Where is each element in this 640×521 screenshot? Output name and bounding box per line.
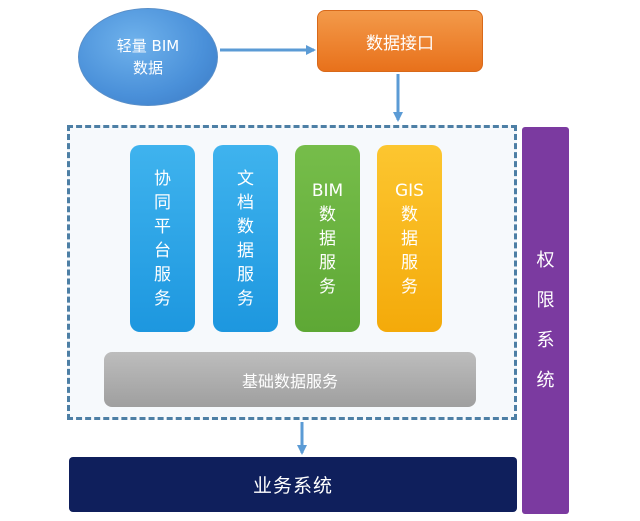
service-char: 服 [319, 252, 336, 273]
gis-data-service: GIS 数 据 服 务 [377, 145, 442, 332]
service-char: 数 [237, 216, 254, 237]
permission-system-node: 权 限 系 统 [522, 127, 569, 514]
business-label: 业务系统 [252, 475, 333, 497]
service-char: 务 [401, 276, 418, 297]
service-char: 服 [237, 264, 254, 285]
service-char: 据 [401, 228, 418, 249]
business-system-node: 业务系统 [69, 457, 517, 512]
permission-char: 限 [536, 289, 555, 311]
service-char: 数 [319, 204, 336, 225]
service-char: 服 [401, 252, 418, 273]
service-char: BIM [311, 180, 344, 201]
service-char: 台 [154, 240, 171, 261]
interface-label: 数据接口 [366, 33, 434, 54]
service-char: GIS [395, 180, 424, 201]
source-line-1: 轻量 BIM [116, 37, 180, 55]
service-char: 务 [154, 288, 171, 309]
service-char: 文 [237, 168, 254, 189]
lightweight-bim-data-node: 轻量 BIM 数据 [78, 8, 218, 106]
permission-char: 系 [536, 329, 555, 351]
service-char: 务 [319, 276, 336, 297]
collaboration-platform-service: 协 同 平 台 服 务 [130, 145, 195, 332]
service-char: 务 [237, 288, 254, 309]
bim-data-service: BIM 数 据 服 务 [295, 145, 360, 332]
service-char: 据 [237, 240, 254, 261]
document-data-service: 文 档 数 据 服 务 [213, 145, 278, 332]
service-char: 据 [319, 228, 336, 249]
service-char: 档 [237, 192, 254, 213]
permission-char: 权 [536, 249, 555, 271]
base-data-service: 基础数据服务 [104, 352, 476, 407]
service-char: 数 [401, 204, 418, 225]
base-label: 基础数据服务 [241, 371, 338, 391]
service-char: 同 [154, 192, 171, 213]
service-char: 协 [154, 168, 171, 189]
permission-char: 统 [536, 369, 555, 391]
source-line-2: 数据 [132, 59, 163, 77]
service-char: 平 [154, 216, 171, 237]
service-char: 服 [154, 264, 171, 285]
data-interface-node: 数据接口 [317, 10, 483, 72]
